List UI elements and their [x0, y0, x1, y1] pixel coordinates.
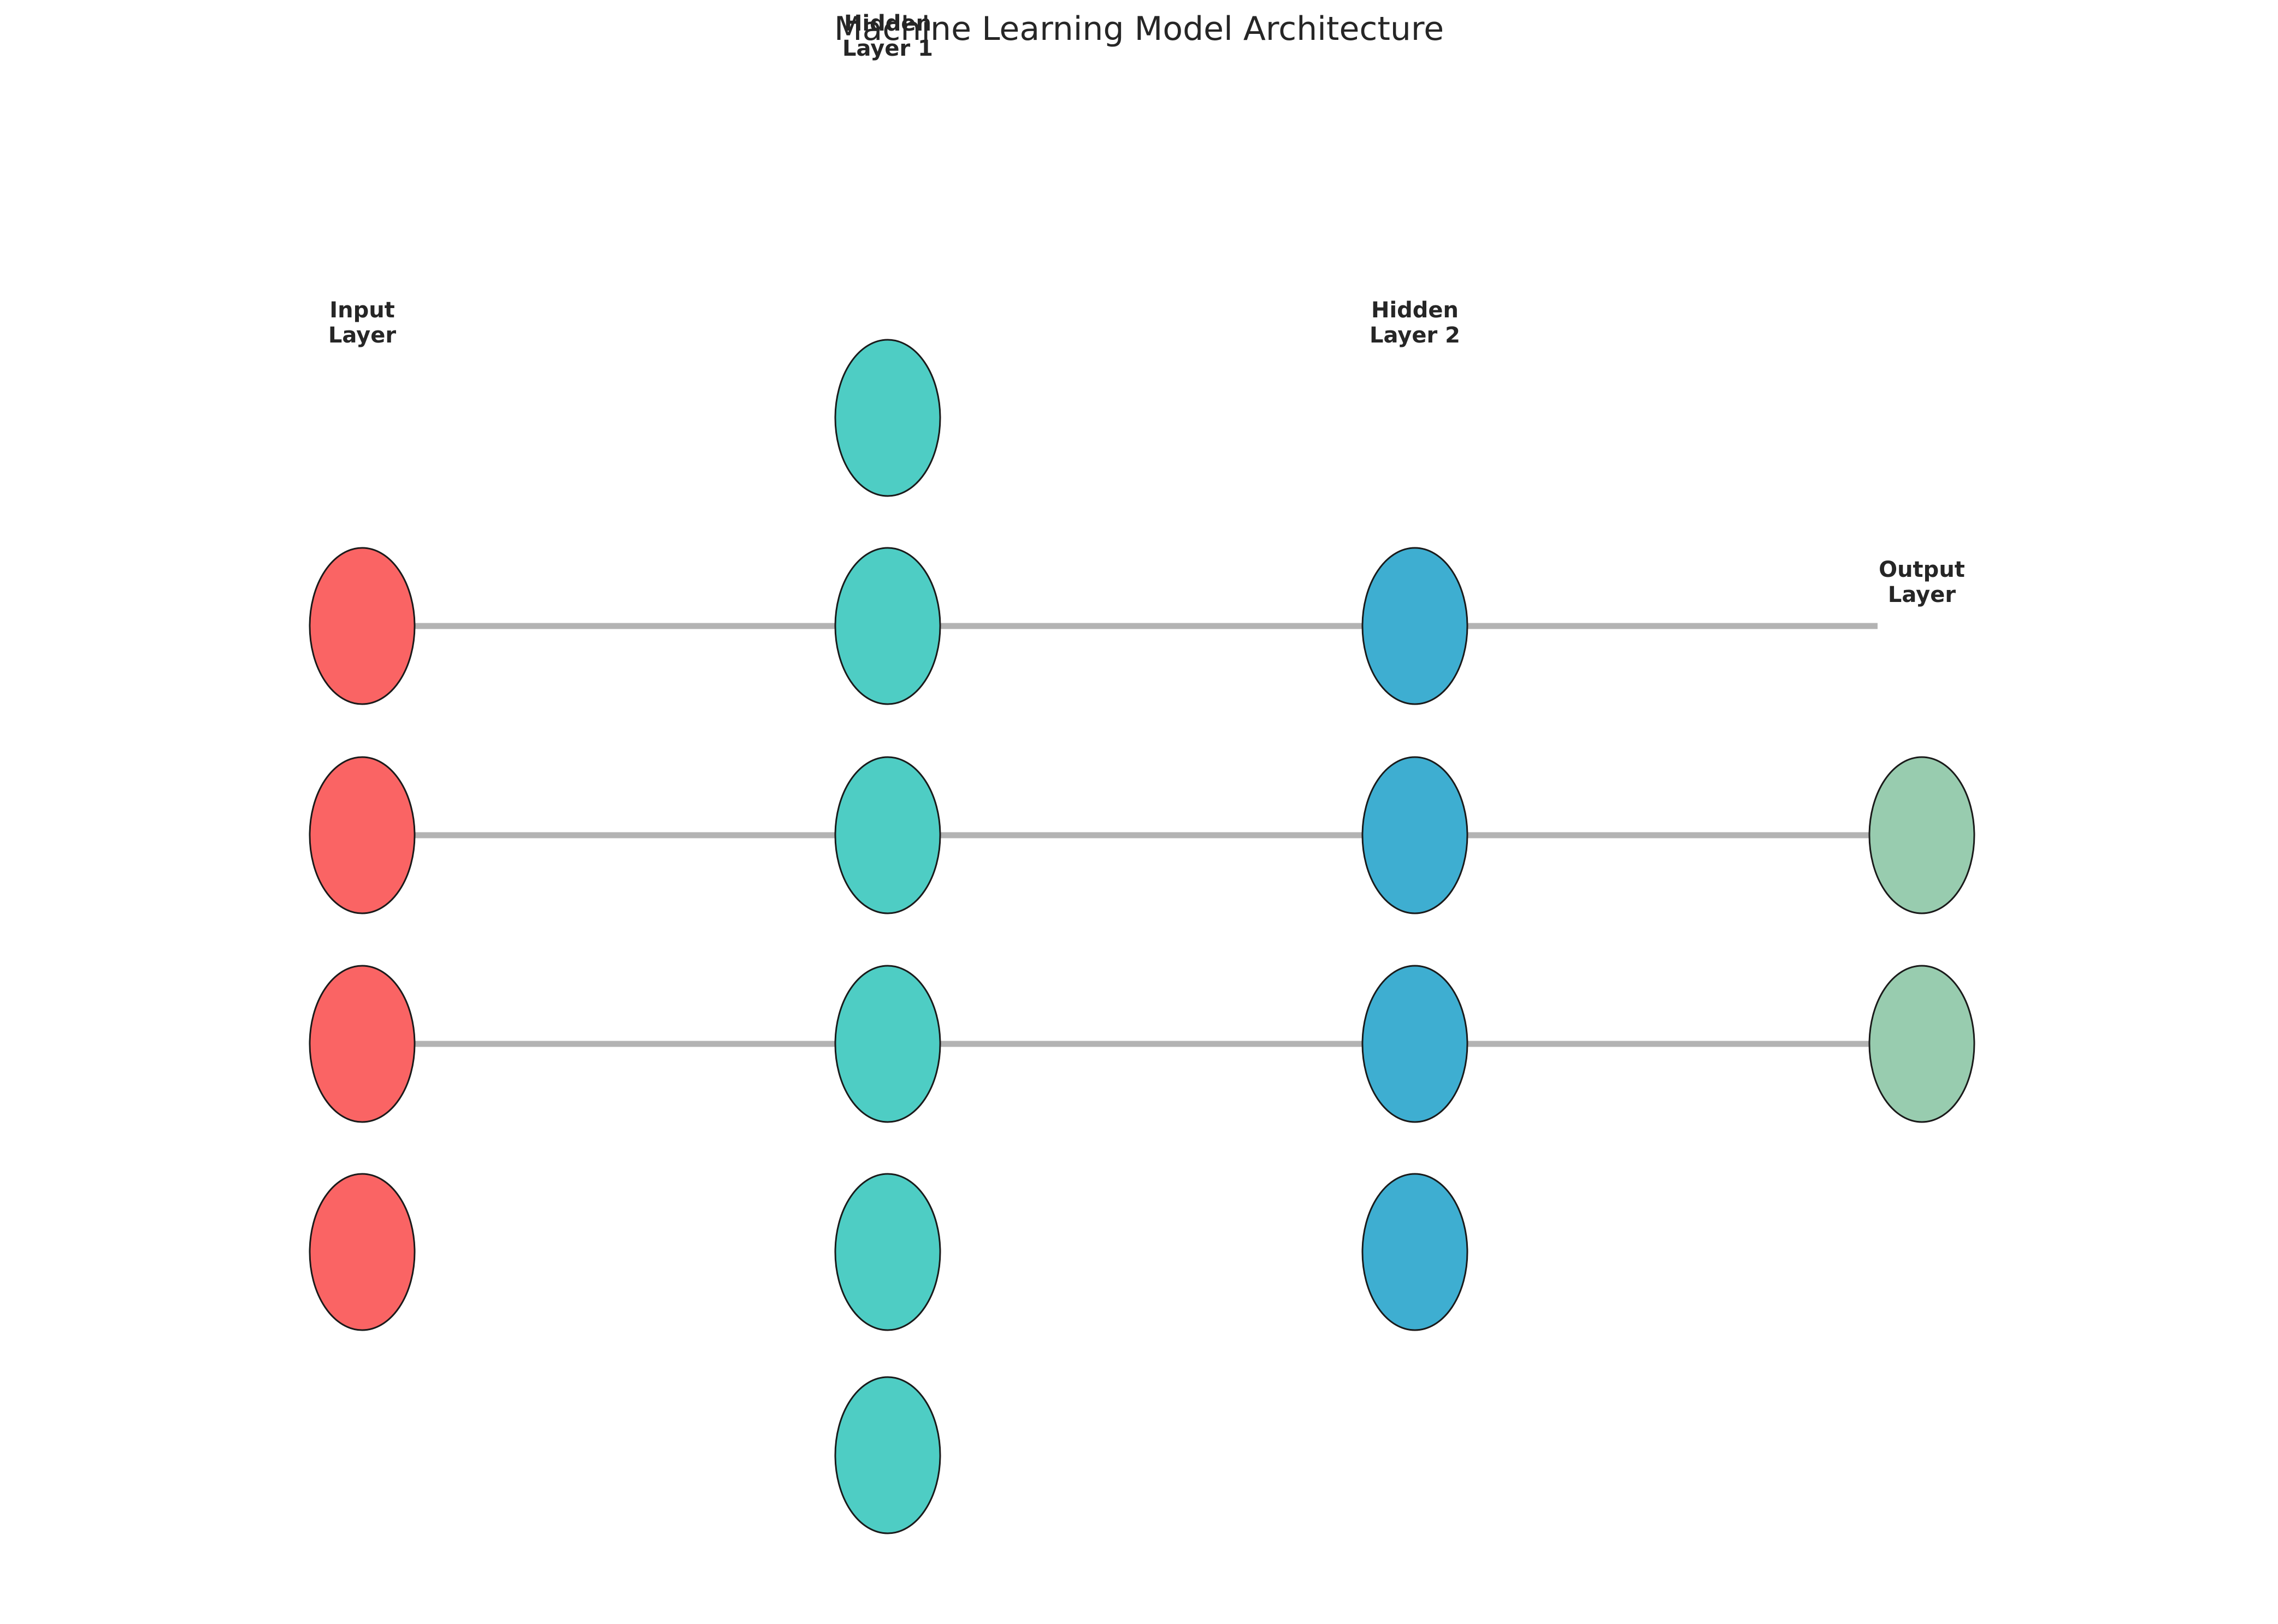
node-input-4[interactable] — [309, 1173, 416, 1331]
node-hidden1-5[interactable] — [834, 1173, 941, 1331]
node-input-3[interactable] — [309, 965, 416, 1123]
node-hidden2-1[interactable] — [1361, 547, 1468, 705]
node-output-1[interactable] — [1868, 756, 1975, 914]
nodes-group — [309, 339, 1975, 1534]
node-hidden1-2[interactable] — [834, 547, 941, 705]
node-input-2[interactable] — [309, 756, 416, 914]
node-hidden2-3[interactable] — [1361, 965, 1468, 1123]
node-hidden1-6[interactable] — [834, 1376, 941, 1534]
node-hidden2-4[interactable] — [1361, 1173, 1468, 1331]
layer-label-hidden2: Hidden Layer 2 — [1370, 298, 1460, 348]
layer-label-output: Output Layer — [1879, 557, 1965, 607]
page-title: Machine Learning Model Architecture — [834, 10, 1444, 48]
node-output-2[interactable] — [1868, 965, 1975, 1123]
node-hidden1-4[interactable] — [834, 965, 941, 1123]
connection-lines-group — [414, 623, 1878, 1047]
layer-label-input: Input Layer — [328, 298, 397, 348]
node-hidden1-1[interactable] — [834, 339, 941, 497]
node-hidden2-2[interactable] — [1361, 756, 1468, 914]
layer-label-hidden1: Hidden Layer 1 — [842, 11, 933, 61]
node-hidden1-3[interactable] — [834, 756, 941, 914]
node-input-1[interactable] — [309, 547, 416, 705]
